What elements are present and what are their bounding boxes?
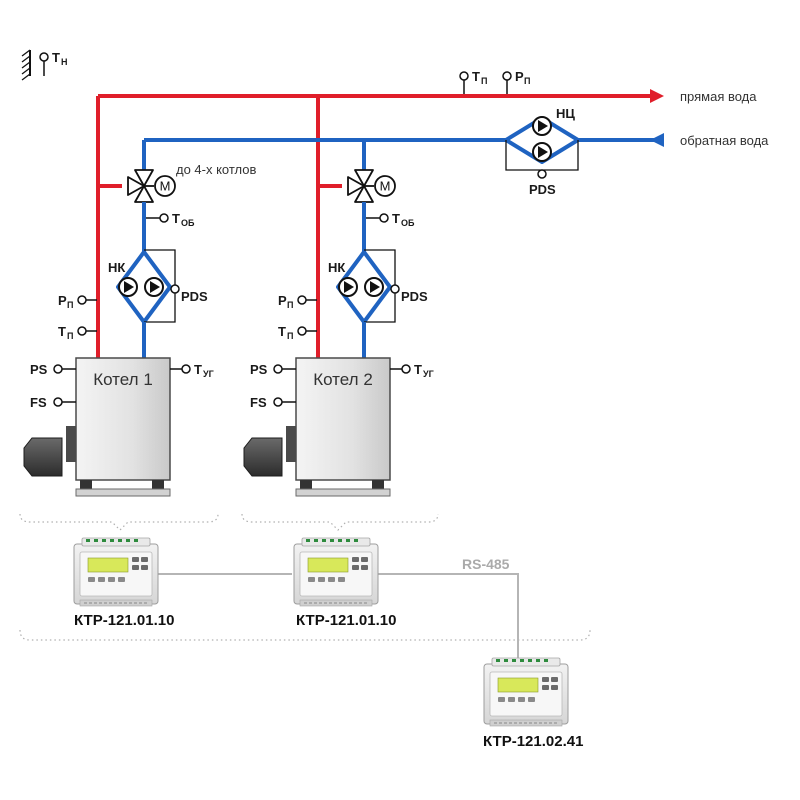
svg-text:П: П: [524, 76, 530, 86]
burner-icon: [243, 426, 296, 477]
svg-text:PDS: PDS: [401, 289, 428, 304]
svg-text:FS: FS: [30, 395, 47, 410]
svg-text:Р: Р: [58, 293, 67, 308]
return-arrow-icon: [650, 133, 664, 147]
controller-name: КТР-121.02.41: [483, 733, 583, 750]
circulation-pump-icon: [532, 142, 552, 162]
svg-text:FS: FS: [250, 395, 267, 410]
svg-text:Т: Т: [392, 211, 400, 226]
boiler-unit-2: Т ОБ НК PDS Р П Т П Котел 2 PS FS: [243, 169, 434, 497]
burner-icon: [23, 426, 76, 477]
boiler-pump-label: НК: [328, 260, 345, 275]
boiler-unit-1: Т ОБ НК PDS Р П Т П Котел 1 PS FS: [23, 169, 214, 497]
svg-text:Т: Т: [472, 69, 480, 84]
boiler-pump-icon: [364, 277, 384, 297]
main-temperature-sensor: Т П: [459, 69, 487, 94]
svg-text:PDS: PDS: [181, 289, 208, 304]
outdoor-temperature-sensor: Т Н: [21, 49, 68, 81]
boiler-pump-icon: [338, 277, 358, 297]
svg-text:Т: Т: [172, 211, 180, 226]
return-water-label: обратная вода: [680, 133, 769, 148]
svg-text:П: П: [67, 300, 73, 310]
controller-name: КТР-121.01.10: [74, 612, 174, 629]
rs485-bus: [158, 573, 519, 664]
svg-text:УГ: УГ: [423, 369, 434, 379]
main-pds-label: PDS: [529, 182, 556, 197]
boiler-name: Котел 2: [313, 370, 373, 389]
svg-text:ОБ: ОБ: [181, 218, 195, 228]
supply-water-label: прямая вода: [680, 89, 757, 104]
controller-device-icon: [73, 537, 159, 607]
circulation-pump-group: НЦ PDS: [504, 106, 580, 197]
svg-text:Т: Т: [194, 362, 202, 377]
controller-3: КТР-121.02.41: [483, 657, 583, 750]
main-pressure-sensor: Р П: [502, 69, 530, 94]
boiler-pump-icon: [118, 277, 138, 297]
svg-text:Т: Т: [414, 362, 422, 377]
controller-1: КТР-121.01.10: [73, 537, 174, 629]
return-pipe: [142, 133, 664, 170]
wall-hatch-icon: [21, 49, 31, 81]
svg-text:PS: PS: [250, 362, 268, 377]
svg-text:П: П: [287, 300, 293, 310]
boiler-pump-icon: [144, 277, 164, 297]
controller-2: КТР-121.01.10: [293, 537, 396, 629]
rs485-label: RS-485: [462, 556, 510, 572]
svg-text:П: П: [481, 76, 487, 86]
outdoor-sensor-sub: Н: [61, 57, 68, 67]
supply-arrow-icon: [650, 89, 664, 103]
mixing-valve-icon: [347, 169, 396, 203]
controller-device-icon: [483, 657, 569, 727]
boiler-pump-label: НК: [108, 260, 125, 275]
svg-text:Т: Т: [278, 324, 286, 339]
svg-text:УГ: УГ: [203, 369, 214, 379]
circulation-pump-icon: [532, 116, 552, 136]
svg-text:PS: PS: [30, 362, 48, 377]
svg-text:Т: Т: [58, 324, 66, 339]
outdoor-sensor-label: Т: [52, 50, 60, 65]
mixing-valve-icon: [127, 169, 176, 203]
controller-device-icon: [293, 537, 379, 607]
boiler-body: [295, 357, 391, 481]
circulation-pump-label: НЦ: [556, 106, 575, 121]
boiler-name: Котел 1: [93, 370, 153, 389]
boiler-group-brace: [19, 513, 591, 641]
controller-name: КТР-121.01.10: [296, 612, 396, 629]
svg-text:ОБ: ОБ: [401, 218, 415, 228]
svg-text:Р: Р: [278, 293, 287, 308]
max-boilers-note: до 4-х котлов: [176, 162, 257, 177]
svg-text:Р: Р: [515, 69, 524, 84]
boiler-body: [75, 357, 171, 481]
svg-text:П: П: [67, 331, 73, 341]
svg-text:П: П: [287, 331, 293, 341]
